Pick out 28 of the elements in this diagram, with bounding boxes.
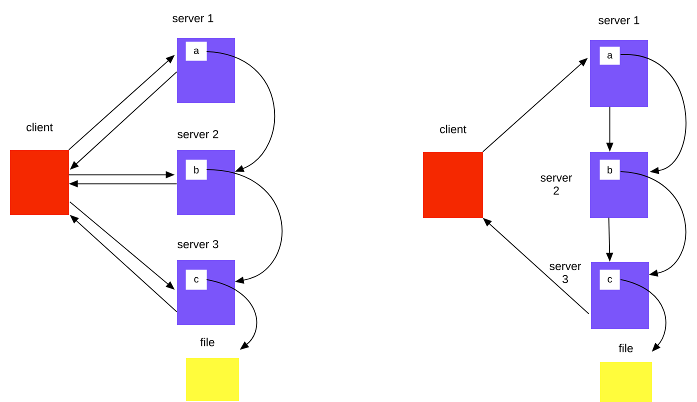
process-box: a: [186, 42, 207, 61]
process-box: b: [600, 160, 620, 180]
node-label: client: [26, 122, 53, 132]
node-label: server 3: [178, 240, 218, 248]
node-label: server 1: [172, 14, 214, 22]
process-box: c: [600, 270, 620, 290]
arrow: [206, 169, 282, 284]
node-label: server 1: [598, 16, 640, 24]
arrow: [620, 171, 686, 277]
client-box: [423, 124, 483, 218]
node-label: server 3: [550, 264, 582, 284]
file-box: [186, 338, 239, 401]
process-box: a: [600, 46, 620, 65]
node-label: file: [618, 344, 633, 352]
arrow: [206, 51, 276, 172]
server-box: [540, 152, 648, 218]
server-box: [550, 262, 649, 329]
client-box: [10, 122, 69, 215]
server-box: [172, 14, 235, 103]
process-box: c: [186, 270, 207, 290]
file-box: [600, 344, 652, 402]
node-label: server 2: [540, 175, 572, 195]
node-label: client: [440, 124, 466, 134]
arrow: [620, 54, 686, 174]
server-box: [590, 16, 648, 107]
node-label: file: [200, 338, 214, 346]
process-box: b: [186, 160, 207, 180]
node-label: server 2: [178, 130, 218, 138]
